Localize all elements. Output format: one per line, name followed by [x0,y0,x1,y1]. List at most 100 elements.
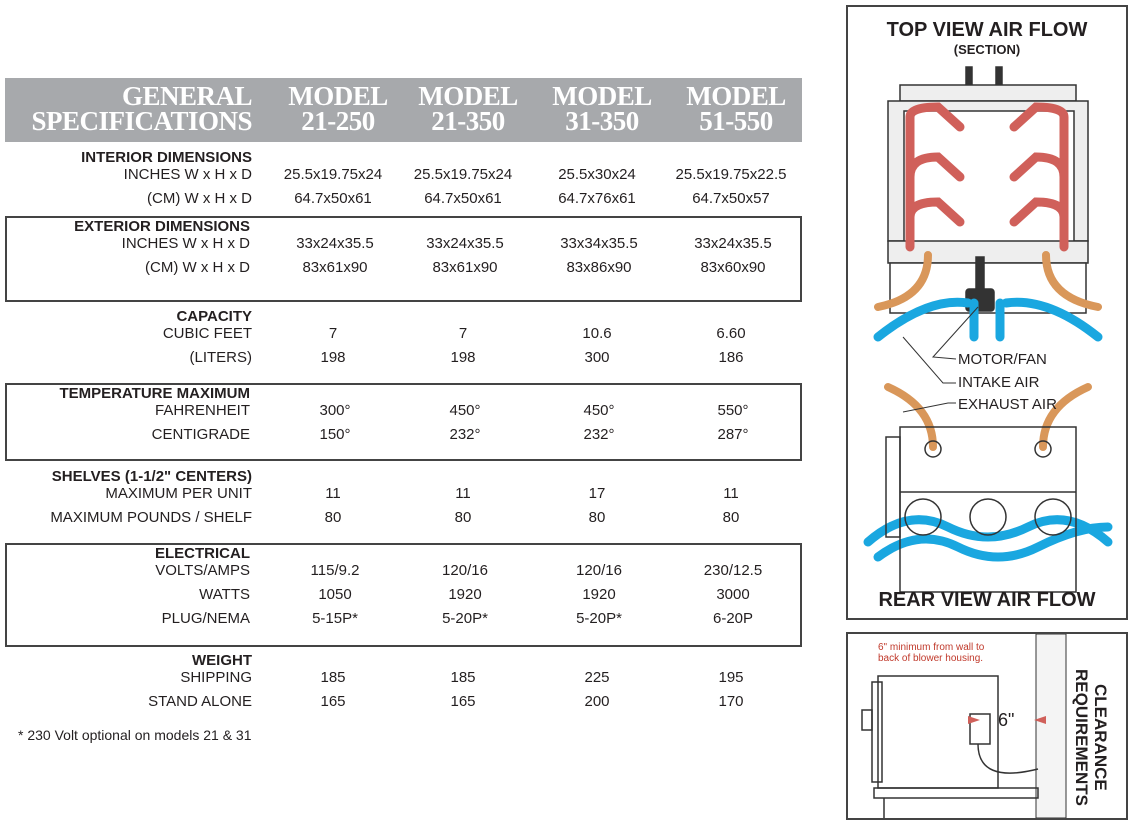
cell-value: 5-20P* [442,610,488,627]
row-label: STAND ALONE [148,693,252,710]
label-exhaust-air: EXHAUST AIR [958,396,1057,413]
exhaust-air-arrows [874,251,1102,451]
cell-value: 83x60x90 [700,259,766,276]
cell-value: 6-20P [712,610,754,627]
top-view-title: TOP VIEW AIR FLOW [886,19,1088,41]
row-label: PLUG/NEMA [161,610,250,627]
cell-value: 3000 [716,586,750,603]
header-line: 31-350 [565,106,639,136]
row-label: FAHRENHEIT [154,402,250,419]
clearance-panel: 6" minimum from wall to back of blower h… [846,632,1128,820]
cell-value: 64.7x50x57 [692,190,770,207]
row-label: INCHES W x H x D [121,235,250,252]
cell-value: 300 [584,349,610,366]
oven-top-section [887,66,1089,314]
section-title: WEIGHT [192,652,252,669]
cell-value: 64.7x50x61 [294,190,372,207]
cell-value: 80 [588,509,606,526]
cell-value: 80 [324,509,342,526]
row-label: (CM) W x H x D [147,190,252,207]
cell-value: 25.5x19.75x22.5 [675,166,787,183]
spec-section: SHELVES (1-1/2" CENTERS)MAXIMUM PER UNIT… [5,466,802,532]
cell-value: 1920 [448,586,482,603]
cell-value: 450° [449,402,481,419]
cell-value: 80 [454,509,472,526]
cell-value: 120/16 [576,562,622,579]
section-title: CAPACITY [176,308,252,325]
airflow-diagram-panel: TOP VIEW AIR FLOW (SECTION) [846,5,1128,620]
cell-value: 7 [458,325,468,342]
section-title: EXTERIOR DIMENSIONS [74,218,250,235]
oven-rear-view [885,426,1077,593]
row-label: (CM) W x H x D [145,259,250,276]
cell-value: 11 [455,485,471,502]
note-line: back of blower housing. [878,653,984,664]
cell-value: 33x24x35.5 [694,235,772,252]
header-line: SPECIFICATIONS [31,106,252,136]
cell-value: 450° [583,402,615,419]
cell-value: 170 [718,693,744,710]
section-title: TEMPERATURE MAXIMUM [59,385,250,402]
cell-value: 80 [722,509,740,526]
section-title: ELECTRICAL [155,545,250,562]
header-line: MODEL [288,81,388,111]
cell-value: 25.5x19.75x24 [283,166,383,183]
cell-value: 550° [717,402,749,419]
cell-value: 7 [328,325,338,342]
cell-value: 185 [320,669,346,686]
row-label: CENTIGRADE [151,426,250,443]
label-motor-fan: MOTOR/FAN [958,351,1047,368]
cell-value: 5-20P* [576,610,622,627]
cell-value: 232° [583,426,615,443]
rear-view-title: REAR VIEW AIR FLOW [878,589,1096,611]
cell-value: 198 [320,349,346,366]
row-label: (LITERS) [189,349,252,366]
header-line: 21-350 [431,106,505,136]
cell-value: 198 [450,349,476,366]
cell-value: 1050 [318,586,352,603]
cell-value: 83x61x90 [302,259,368,276]
cell-value: 195 [718,669,744,686]
header-line: 21-250 [301,106,375,136]
header-line: MODEL [418,81,518,111]
cell-value: 25.5x30x24 [558,166,636,183]
row-label: CUBIC FEET [162,325,252,342]
clearance-distance: 6" [998,710,1015,730]
leader-lines [902,306,979,413]
header-line: MODEL [552,81,652,111]
header-line: 51-550 [699,106,773,136]
cell-value: 64.7x50x61 [424,190,502,207]
row-label: SHIPPING [180,669,252,686]
cell-value: 5-15P* [312,610,358,627]
header-line: MODEL [686,81,786,111]
cell-value: 115/9.2 [310,562,360,579]
cell-value: 33x24x35.5 [426,235,504,252]
cell-value: 33x24x35.5 [296,235,374,252]
top-view-subtitle: (SECTION) [953,42,1021,57]
cell-value: 120/16 [442,562,488,579]
cell-value: 10.6 [582,325,612,342]
row-label: VOLTS/AMPS [155,562,250,579]
header-line: GENERAL [121,81,253,111]
cell-value: 83x86x90 [566,259,632,276]
row-label: WATTS [199,586,250,603]
airflow-illustration [863,66,1113,593]
cell-value: 33x34x35.5 [560,235,638,252]
cell-value: 165 [320,693,346,710]
cell-value: 6.60 [716,325,746,342]
cell-value: 165 [450,693,476,710]
label-intake-air: INTAKE AIR [958,374,1040,391]
note-line: 6" minimum from wall to [878,642,985,653]
cell-value: 287° [717,426,749,443]
row-label: MAXIMUM PER UNIT [105,485,252,502]
wall [1035,634,1067,818]
oven-side-view [861,675,1039,818]
clearance-illustration [861,634,1067,818]
title-line: CLEARANCE [1091,683,1110,791]
